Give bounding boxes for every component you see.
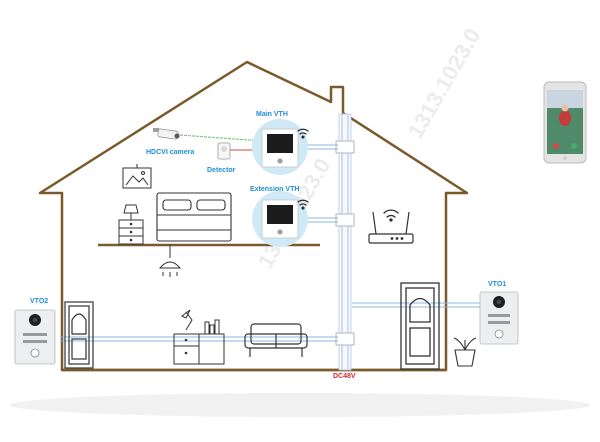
vto2-label: VTO2 [30,298,48,305]
smartphone-icon [543,81,587,164]
extension-vth-label: Extension VTH [250,186,299,193]
dc48v-label: DC48V [333,373,356,380]
splitter-box [335,332,355,346]
vto1-panel-icon [479,291,519,345]
desk-icon [173,333,225,365]
extension-vth-panel-icon [261,199,299,239]
vto2-panel-icon [14,309,56,365]
door-icon [64,301,94,369]
sofa-icon [244,323,308,357]
camera-link [179,134,263,142]
picture-frame-icon [122,164,152,189]
lamp-icon [181,309,220,335]
door-icon [400,282,440,370]
detector-icon [217,142,231,160]
wifi-icon [383,209,399,222]
splitter-box [335,140,355,154]
ceiling-light-icon [158,245,182,277]
floor-shadow [10,393,590,417]
plant-icon [453,337,477,367]
main-vth-panel-icon [261,128,299,168]
vto1-label: VTO1 [488,281,506,288]
watermark-text-2: 1313.1023.0 [403,24,486,142]
house-outline [38,60,469,372]
wifi-icon [297,199,309,210]
nightstand-icon [118,204,144,245]
main-vth-label: Main VTH [256,111,288,118]
splitter-box [335,213,355,227]
camera-icon [153,128,180,140]
router-icon [368,211,414,244]
detector-label: Detector [207,167,236,174]
bed-icon [156,192,232,242]
wifi-icon [297,128,309,139]
hdcvi-camera-label: HDCVI camera [146,149,194,156]
